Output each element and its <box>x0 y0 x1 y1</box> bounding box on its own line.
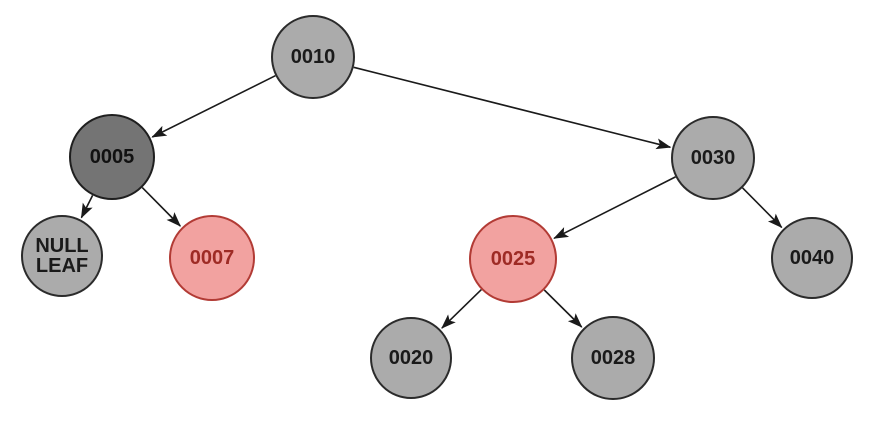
tree-node-0030: 0030 <box>671 116 755 200</box>
tree-node-0007: 0007 <box>169 215 255 301</box>
edge-0025-to-0028 <box>543 289 583 328</box>
node-circle-0028 <box>571 316 655 400</box>
edge-0030-to-0040 <box>741 187 783 229</box>
node-circle-0007 <box>169 215 255 301</box>
tree-node-0020: 0020 <box>370 317 452 399</box>
node-circle-0005 <box>69 114 155 200</box>
tree-node-0005: 0005 <box>69 114 155 200</box>
node-circle-0030 <box>671 116 755 200</box>
tree-node-0010: 0010 <box>271 15 355 99</box>
node-circle-0025 <box>469 215 557 303</box>
edge-0025-to-0020 <box>441 289 482 329</box>
edge-0005-to-0007 <box>141 187 182 227</box>
tree-node-0025: 0025 <box>469 215 557 303</box>
tree-node-0028: 0028 <box>571 316 655 400</box>
node-circle-0040 <box>771 217 853 299</box>
node-circle-0010 <box>271 15 355 99</box>
node-circle-null-leaf <box>21 215 103 297</box>
edge-0030-to-0025 <box>553 176 676 240</box>
edge-0005-to-null-leaf <box>80 195 94 219</box>
tree-node-0040: 0040 <box>771 217 853 299</box>
node-circle-0020 <box>370 317 452 399</box>
edge-0010-to-0005 <box>151 74 276 138</box>
edge-0010-to-0030 <box>353 66 672 150</box>
